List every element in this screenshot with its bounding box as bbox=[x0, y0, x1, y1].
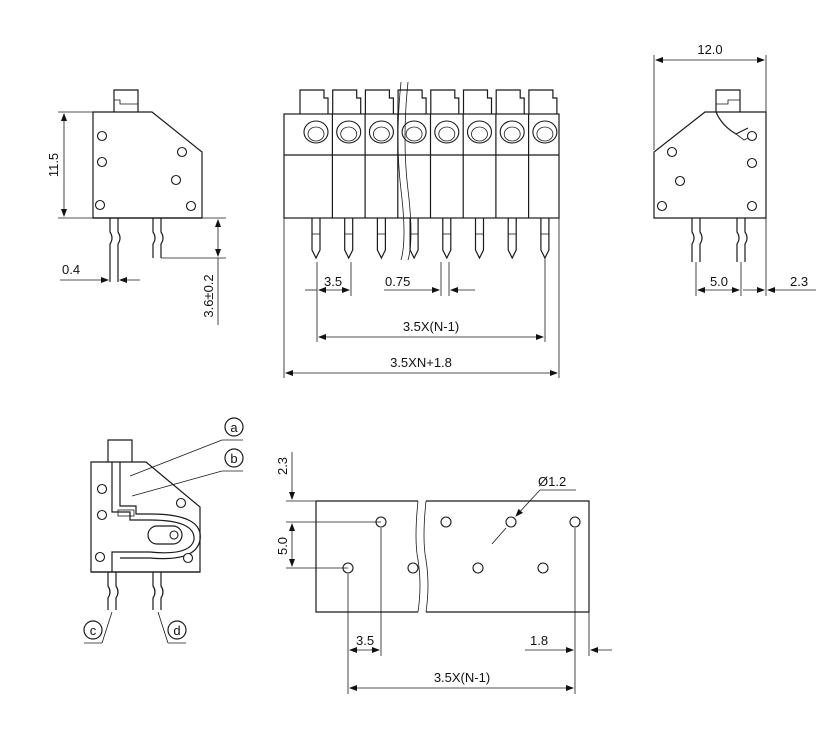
dim-total: 3.5XN+1.8 bbox=[390, 355, 452, 370]
wire-entry-hole bbox=[336, 120, 362, 144]
wire-entry-hole bbox=[368, 120, 394, 144]
wire-entry-hole bbox=[303, 120, 329, 144]
pcb-footprint: 2.3 5.0 Ø1.2 3.5 1.8 3.5X(N-1) bbox=[275, 452, 612, 694]
pole-tab bbox=[495, 89, 525, 114]
callout-a-marker bbox=[224, 417, 244, 437]
dim-pitch: 3.5 bbox=[324, 274, 342, 289]
callout-b-marker bbox=[224, 448, 244, 468]
front-pin bbox=[442, 218, 452, 260]
wire-entry-inner bbox=[405, 126, 423, 142]
dim-row-spacing: 5.0 bbox=[275, 537, 290, 555]
front-pin bbox=[376, 218, 386, 260]
dim-edge: 1.8 bbox=[530, 633, 548, 648]
pole-tab bbox=[364, 89, 394, 114]
wire-entry-hole bbox=[401, 120, 427, 144]
wire-entry-inner bbox=[503, 126, 521, 142]
callout-c-marker bbox=[83, 620, 103, 640]
dim-pin-length: 3.6±0.2 bbox=[201, 274, 216, 317]
callout-a-label: a bbox=[230, 420, 238, 435]
detail-view: a b c d bbox=[83, 417, 244, 644]
callout-d-label: d bbox=[173, 623, 180, 638]
front-pin bbox=[409, 218, 419, 260]
dim-pin-width: 0.75 bbox=[385, 274, 410, 289]
pole-tab bbox=[528, 89, 558, 114]
dim-pin-spacing: 5.0 bbox=[710, 274, 728, 289]
left-side-view: 11.5 0.4 3.6±0.2 bbox=[46, 89, 226, 325]
wire-entry-inner bbox=[536, 126, 554, 142]
pole-tab bbox=[332, 89, 362, 114]
wire-entry-hole bbox=[499, 120, 525, 144]
front-pin bbox=[540, 218, 550, 260]
front-view: 3.5 0.75 3.5X(N-1) 3.5XN+1.8 bbox=[283, 81, 560, 378]
callout-d-marker bbox=[167, 620, 187, 640]
front-pin bbox=[344, 218, 354, 260]
dim-offset: 2.3 bbox=[790, 274, 808, 289]
dim-footprint-pitch: 3.5 bbox=[356, 633, 374, 648]
pole-tab bbox=[462, 89, 493, 114]
pole-tab bbox=[299, 89, 329, 114]
wire-entry-hole bbox=[434, 120, 460, 144]
front-pin bbox=[474, 218, 485, 260]
wire-entry-hole bbox=[466, 120, 493, 144]
pole-tab bbox=[397, 89, 427, 114]
wire-entry-inner bbox=[372, 126, 390, 142]
right-side-view: 12.0 5.0 2.3 bbox=[653, 42, 816, 296]
front-pin bbox=[311, 218, 321, 260]
front-pin bbox=[507, 218, 517, 260]
dim-height: 11.5 bbox=[46, 153, 61, 177]
dim-footprint-span: 3.5X(N-1) bbox=[434, 670, 490, 685]
dim-depth: 12.0 bbox=[697, 42, 722, 57]
dim-pin-thickness: 0.4 bbox=[62, 262, 80, 277]
wire-entry-inner bbox=[307, 126, 325, 142]
dim-top-offset: 2.3 bbox=[275, 457, 290, 475]
wire-entry-hole bbox=[532, 120, 558, 144]
callout-c-label: c bbox=[90, 623, 97, 638]
wire-entry-inner bbox=[340, 126, 358, 142]
pole-tab bbox=[430, 89, 460, 114]
dim-span: 3.5X(N-1) bbox=[403, 319, 459, 334]
callout-b-label: b bbox=[230, 451, 237, 466]
wire-entry-inner bbox=[471, 126, 488, 142]
wire-entry-inner bbox=[438, 126, 456, 142]
dim-hole-diameter: Ø1.2 bbox=[538, 474, 566, 489]
